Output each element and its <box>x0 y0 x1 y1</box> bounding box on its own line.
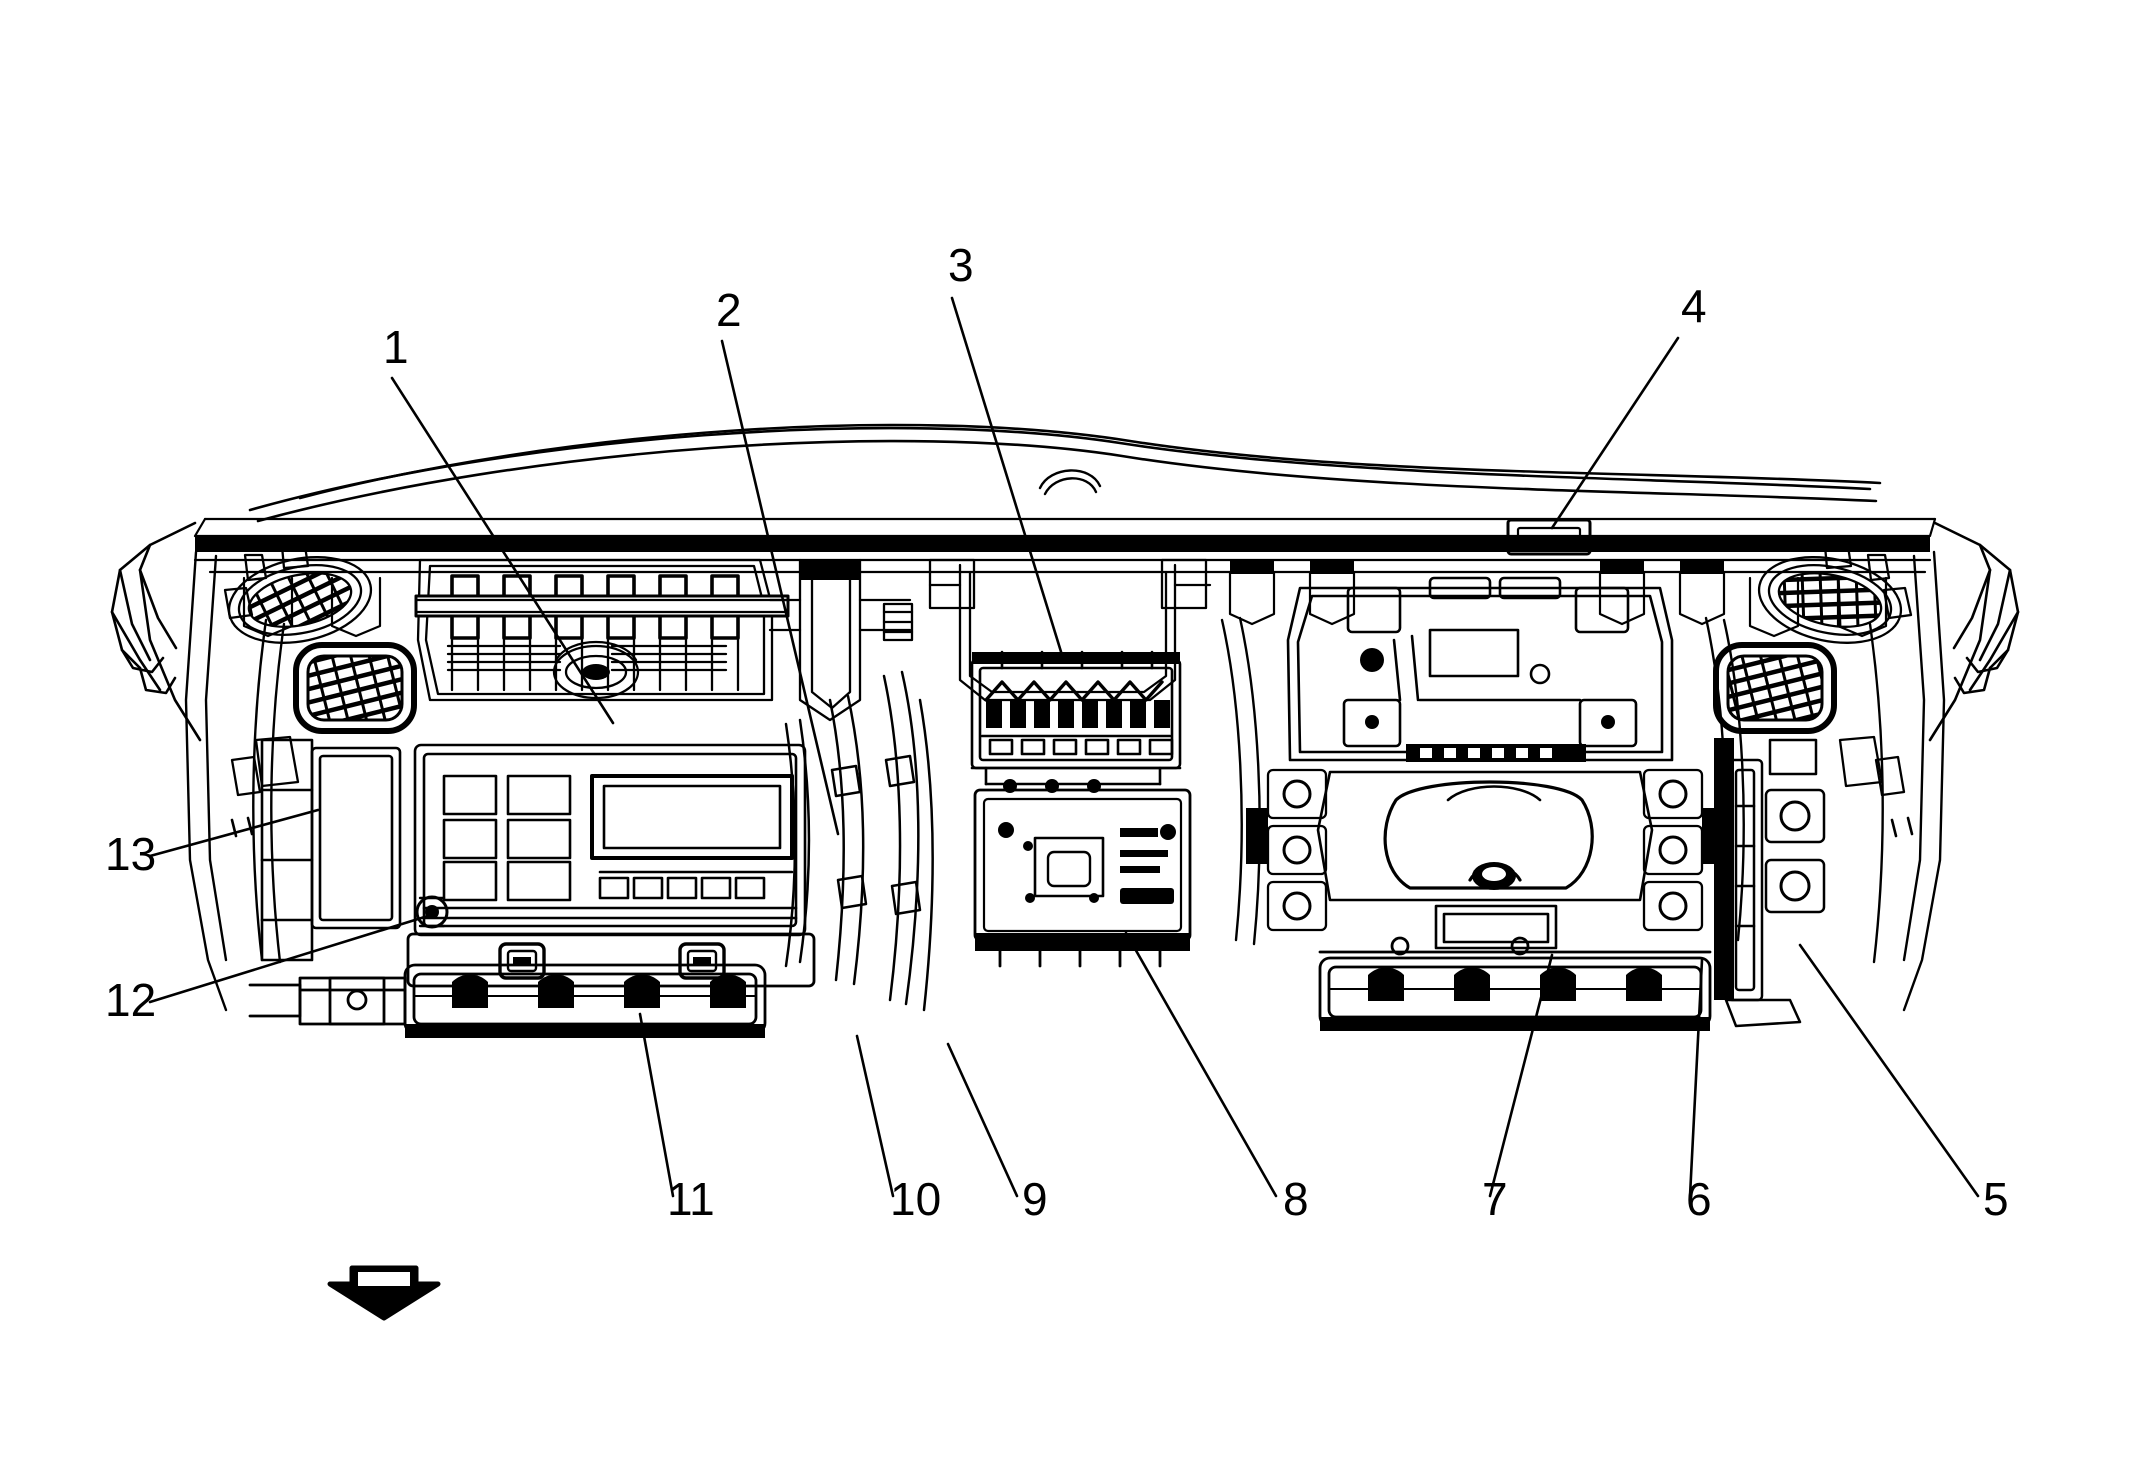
passenger-airbag-module <box>1286 576 1674 950</box>
fuse-relay-block <box>970 650 1182 786</box>
left-harness-sweeps <box>252 618 1884 964</box>
right-inboard-brackets <box>1246 768 1724 932</box>
left-outer-shell <box>110 521 202 742</box>
leader-line-4 <box>1550 336 1680 530</box>
ip-carrier-outline <box>184 550 1946 1012</box>
leader-line-10 <box>855 1034 895 1198</box>
center-harness-channel <box>784 670 934 1012</box>
hvac-control-head-unit <box>406 743 816 988</box>
lower-button-strip <box>598 876 766 900</box>
section-break-marks <box>230 816 1914 838</box>
upper-structure-beam <box>193 517 1937 574</box>
right-harness-sweeps <box>1220 616 1745 946</box>
callout-number-3: 3 <box>948 239 974 291</box>
callout-number-9: 9 <box>1022 1173 1048 1225</box>
right-side-assembly <box>1713 544 1913 797</box>
callout-number-8: 8 <box>1283 1173 1309 1225</box>
leader-line-6 <box>1688 958 1704 1198</box>
leader-line-3 <box>950 296 1064 657</box>
callout-number-11: 11 <box>667 1173 715 1225</box>
callout-number-1: 1 <box>383 321 409 373</box>
down-arrow-symbol <box>327 1265 441 1321</box>
callout-number-12: 12 <box>105 974 156 1026</box>
left-knee-structure <box>768 558 914 722</box>
right-end-brackets <box>1714 738 1826 1028</box>
callout-number-4: 4 <box>1681 280 1707 332</box>
left-outboard-air-outlet <box>293 642 417 734</box>
leader-line-5 <box>1798 943 1980 1198</box>
right-lower-floor-duct <box>1318 936 1712 1031</box>
callout-leader-lines <box>148 296 1980 1198</box>
upper-rib-row <box>242 518 1888 638</box>
drawing-body <box>110 423 2020 1038</box>
electronic-control-module <box>973 779 1192 968</box>
leader-line-13 <box>148 808 320 858</box>
left-side-assembly <box>223 544 417 797</box>
callout-number-10: 10 <box>890 1173 941 1225</box>
callout-number-2: 2 <box>716 284 742 336</box>
duct-clip-row-right <box>1368 967 1662 1001</box>
right-outboard-air-outlet <box>1713 642 1837 734</box>
fastener-icon-left <box>498 942 546 980</box>
leader-line-11 <box>638 1012 675 1198</box>
leader-line-8 <box>1124 931 1278 1198</box>
leader-line-12 <box>148 913 433 1004</box>
left-lower-floor-duct <box>248 963 767 1038</box>
left-inboard-panel <box>260 738 402 962</box>
callout-number-7: 7 <box>1482 1173 1508 1225</box>
callout-number-5: 5 <box>1983 1173 2009 1225</box>
cowl-center-hump <box>1038 469 1102 496</box>
fastener-icon-right <box>678 942 726 980</box>
leader-line-7 <box>1488 953 1554 1198</box>
airbag-connector-pins <box>1420 748 1552 758</box>
fuse-strip-row <box>986 700 1170 728</box>
leader-line-1 <box>390 376 615 725</box>
right-outer-shell <box>1928 521 2020 742</box>
cowl-upper-curve <box>248 423 1882 523</box>
callout-number-6: 6 <box>1686 1173 1712 1225</box>
leader-line-2 <box>720 339 840 836</box>
leader-line-9 <box>946 1042 1019 1198</box>
duct-clip-row <box>452 974 746 1008</box>
callout-number-13: 13 <box>105 828 156 880</box>
left-lower-clip <box>415 895 449 929</box>
hvac-module-left <box>414 558 790 702</box>
fuse-base-row <box>988 738 1174 756</box>
